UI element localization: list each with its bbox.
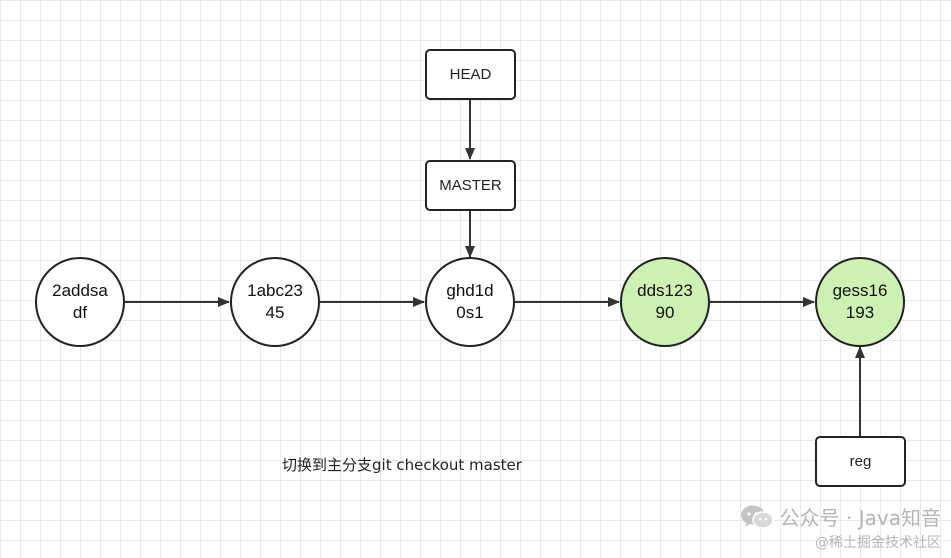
commit-label: gess16 193 <box>832 281 888 322</box>
head-ref-label: HEAD <box>449 66 492 83</box>
diagram-caption: 切换到主分支git checkout master <box>282 456 522 474</box>
commit-node-c2: 1abc23 45 <box>230 257 320 347</box>
commit-label: ghd1d 0s1 <box>446 281 494 322</box>
commit-label: 1abc23 45 <box>247 281 303 322</box>
watermark-main-text: 公众号 · Java知音 <box>779 506 941 530</box>
reg-ref-label: reg <box>849 453 872 470</box>
commit-label: 2addsa df <box>52 281 108 322</box>
master-ref-label: MASTER <box>439 177 502 194</box>
commit-node-c4: dds123 90 <box>620 257 710 347</box>
head-ref-box: HEAD <box>425 49 516 100</box>
reg-ref-box: reg <box>815 436 906 487</box>
wechat-icon <box>740 505 774 529</box>
watermark-sub: @稀土掘金技术社区 <box>815 535 941 551</box>
master-ref-box: MASTER <box>425 160 516 211</box>
commit-node-c5: gess16 193 <box>815 257 905 347</box>
commit-node-c3: ghd1d 0s1 <box>425 257 515 347</box>
watermark-main: 公众号 · Java知音 <box>740 502 941 531</box>
commit-label: dds123 90 <box>637 281 693 322</box>
commit-node-c1: 2addsa df <box>35 257 125 347</box>
